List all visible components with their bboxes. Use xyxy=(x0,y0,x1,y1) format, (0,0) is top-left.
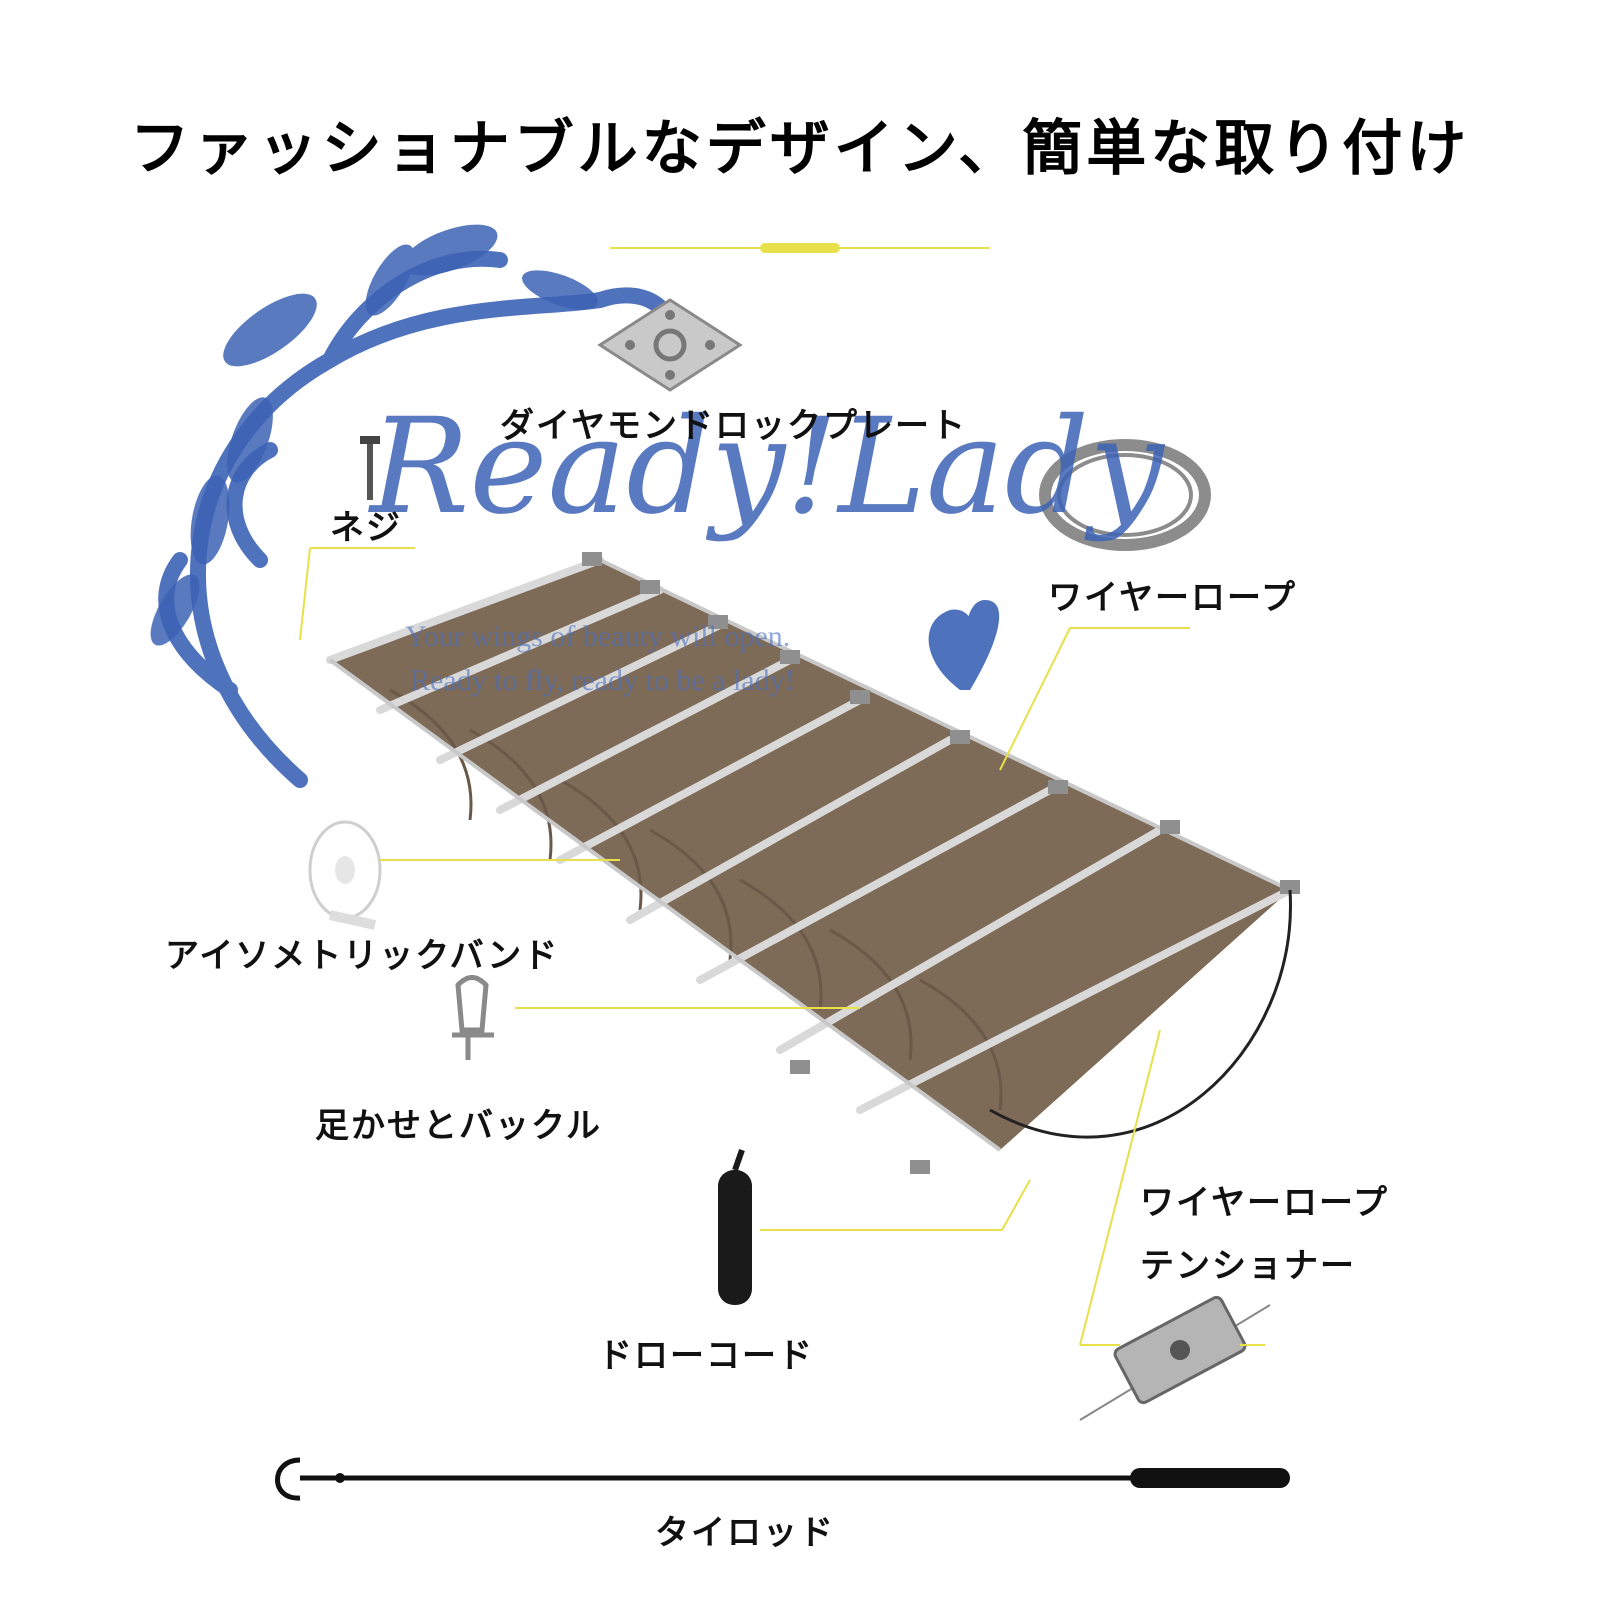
top-accent-line xyxy=(610,243,990,253)
draw-cord-icon xyxy=(718,1149,752,1305)
tensioner-icon xyxy=(1079,1295,1271,1421)
label-tensioner-line2: テンショナー xyxy=(1140,1246,1356,1286)
label-tensioner-line1: ワイヤーロープ xyxy=(1140,1183,1389,1223)
label-diamond-lock-plate: ダイヤモンドロックプレート xyxy=(500,406,967,446)
label-draw-cord: ドローコード xyxy=(598,1336,814,1376)
watermark-tagline-1: Your wings of beauty will open. xyxy=(405,620,791,653)
tie-rod-icon xyxy=(275,1457,1290,1501)
screw-icon xyxy=(360,436,380,500)
shade-canopy xyxy=(326,552,1300,1174)
watermark-brand: Ready!Lady xyxy=(370,390,1164,544)
leaf-icons xyxy=(150,224,598,646)
wire-rope-coil-icon xyxy=(1039,439,1211,551)
label-shackle-buckle: 足かせとバックル xyxy=(315,1106,602,1146)
shackle-buckle-icon xyxy=(452,975,494,1060)
isometric-band-roll-icon xyxy=(308,820,382,930)
label-isometric-band: アイソメトリックバンド xyxy=(165,936,560,976)
page-title: ファッショナブルなデザイン、簡単な取り付け xyxy=(129,114,1471,184)
watermark-tagline-2: Ready to fly, ready to be a lady! xyxy=(410,664,795,697)
diamond-lock-plate-icon xyxy=(597,298,743,392)
label-tie-rod: タイロッド xyxy=(655,1513,835,1553)
label-screw: ネジ xyxy=(330,508,402,548)
butterfly-icon xyxy=(928,600,1000,690)
label-wire-rope: ワイヤーロープ xyxy=(1048,578,1297,618)
